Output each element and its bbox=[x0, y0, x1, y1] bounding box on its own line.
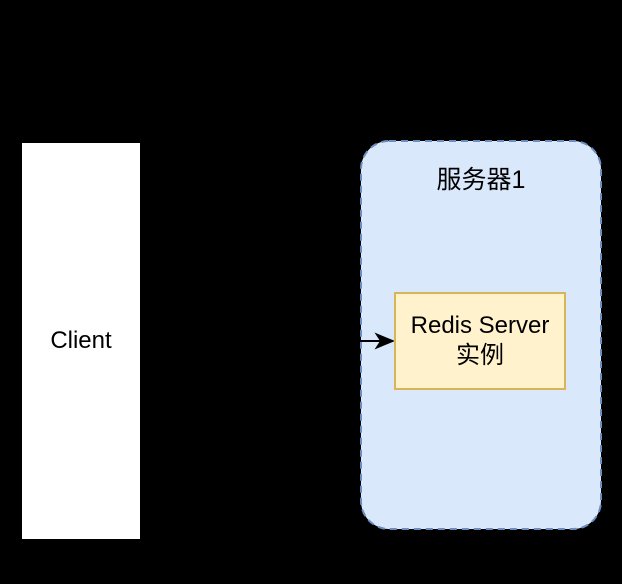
client-label: Client bbox=[50, 327, 112, 354]
arrowhead-icon bbox=[374, 332, 395, 350]
client-box bbox=[22, 143, 140, 539]
redis-label-line1: Redis Server bbox=[410, 312, 550, 339]
server-title: 服务器1 bbox=[436, 166, 526, 194]
redis-server-label: Redis Server 实例 bbox=[395, 293, 565, 389]
redis-server-box bbox=[394, 292, 566, 390]
redis-label-line2: 实例 bbox=[456, 342, 504, 369]
